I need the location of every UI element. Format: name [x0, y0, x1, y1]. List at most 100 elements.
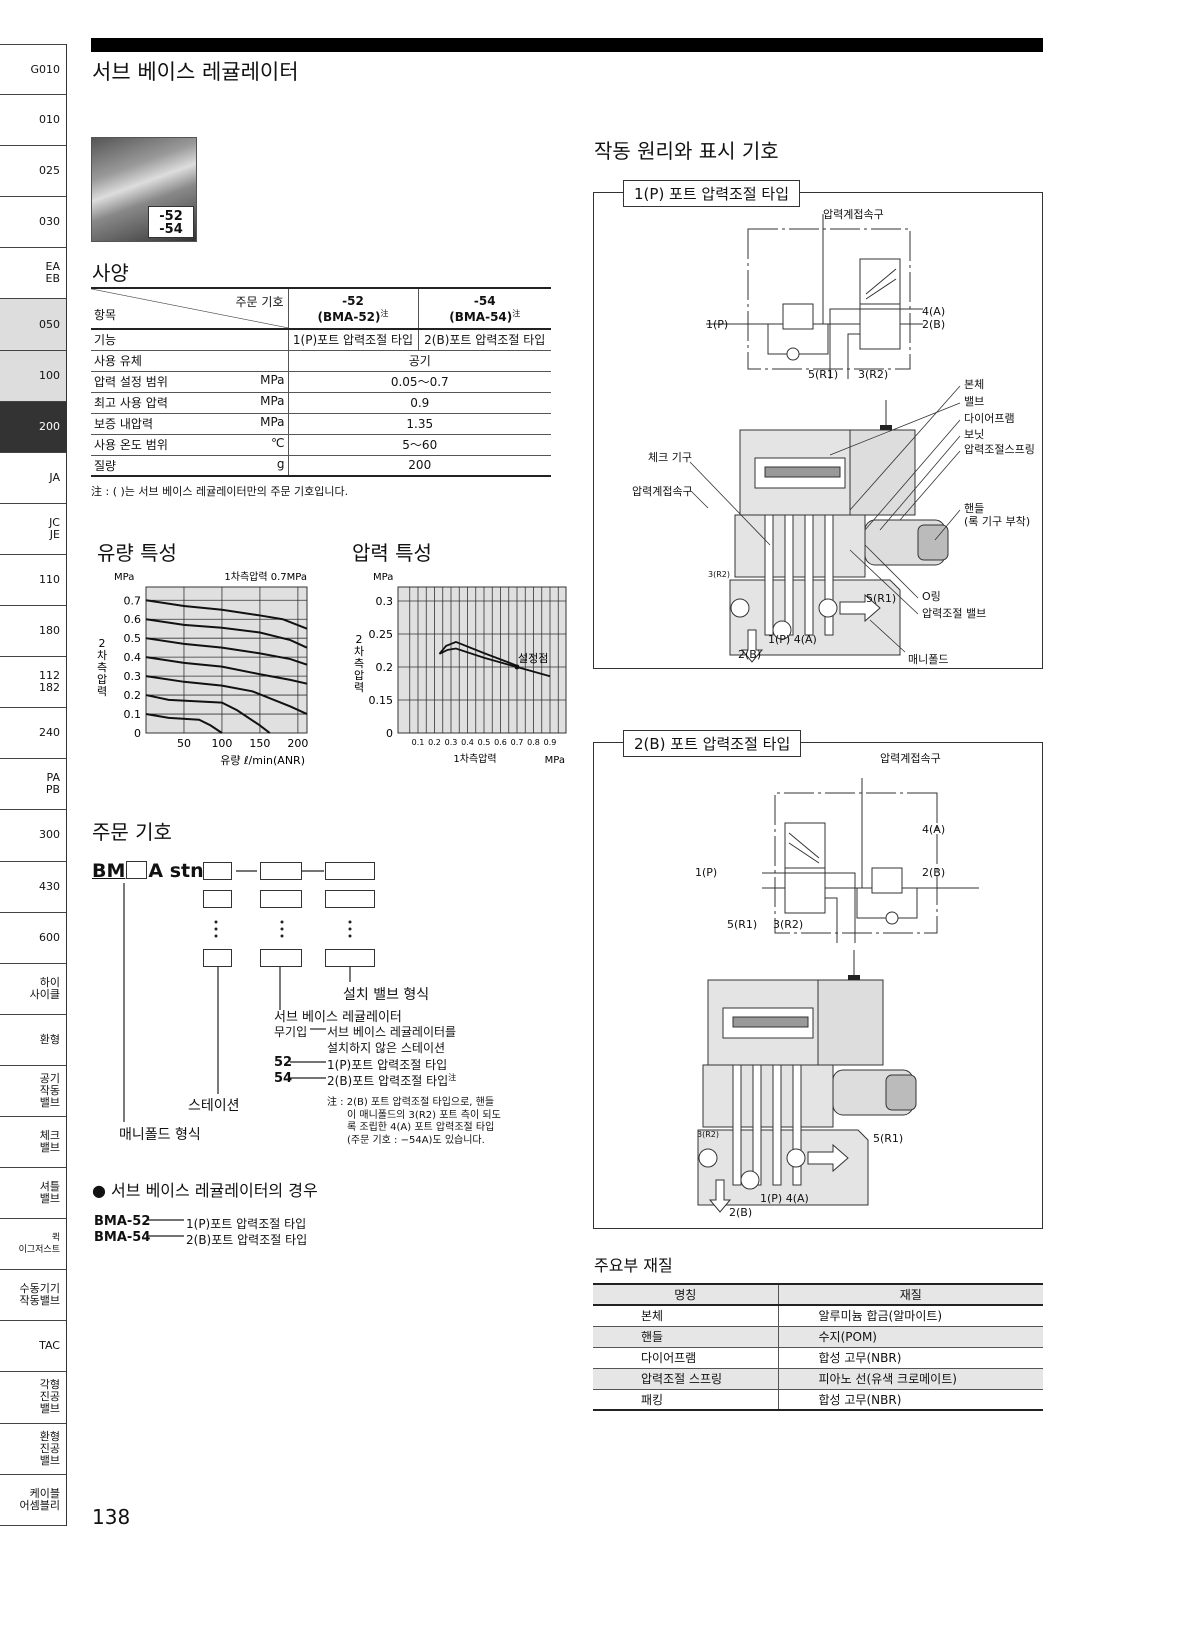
label: 5(R1)	[873, 1132, 904, 1145]
sidebar-tab[interactable]: EA EB	[0, 248, 66, 300]
sidebar-tab[interactable]: 240	[0, 708, 66, 760]
label: 압력계접속구	[823, 208, 884, 221]
label: 2(B)	[738, 648, 762, 661]
y-tick-label: 0	[134, 727, 141, 740]
sidebar-tab[interactable]: 셔틀 밸브	[0, 1168, 66, 1220]
x-unit: MPa	[545, 755, 565, 766]
regulator-box	[260, 949, 302, 967]
sidebar-tab[interactable]: 300	[0, 810, 66, 862]
flow-title: 유량 특성	[97, 541, 177, 565]
x-axis-label: 유량 ℓ/min(ANR)	[220, 754, 305, 767]
y-tick-label: 0.1	[124, 708, 142, 721]
x-tick-label: 200	[287, 737, 308, 750]
valve-box	[325, 862, 375, 880]
sidebar-tab[interactable]: 110	[0, 555, 66, 607]
x-tick-label: 0.7	[511, 738, 524, 747]
valve-box	[325, 890, 375, 908]
y-axis-label: 력	[354, 681, 364, 694]
sidebar-tab[interactable]: 체크 밸브	[0, 1117, 66, 1169]
sidebar-tab[interactable]: 025	[0, 146, 66, 198]
y-axis-label: 2	[356, 633, 363, 646]
y-tick-label: 0.4	[124, 651, 142, 664]
y-unit: MPa	[373, 572, 393, 583]
y-tick-label: 0.2	[376, 661, 394, 674]
y-tick-label: 0.6	[124, 613, 142, 626]
station-box	[203, 890, 232, 908]
sidebar-tab[interactable]: 100	[0, 350, 66, 402]
pressure-curve	[438, 640, 518, 667]
sidebar-tab[interactable]: 430	[0, 862, 66, 913]
flow-curve	[145, 694, 271, 734]
flow-curve	[145, 618, 308, 649]
x-tick-label: 100	[211, 737, 232, 750]
sidebar-tab[interactable]: 030	[0, 197, 66, 249]
sidebar-tab[interactable]: 600	[0, 913, 66, 964]
label: 5(R1)	[866, 592, 897, 605]
sidebar-tab[interactable]: 케이블 어셈블리	[0, 1475, 66, 1526]
sidebar-tab[interactable]: 200	[0, 401, 66, 453]
sidebar-tab[interactable]: 공기 작동 밸브	[0, 1066, 66, 1117]
x-tick-label: 0.9	[544, 738, 557, 747]
sidebar-tab[interactable]: 010	[0, 95, 66, 147]
sidebar-tab[interactable]: 수동기기 작동밸브	[0, 1270, 66, 1322]
y-axis-label: 압	[354, 669, 364, 682]
order-note: 注 : 2(B) 포트 압력조절 타입으로, 핸들 이 매니폴드의 3(R2) …	[327, 1097, 501, 1146]
label: 체크 기구	[648, 451, 692, 464]
setpoint-marker	[514, 664, 520, 670]
label: 5(R1)	[727, 918, 758, 931]
label: (록 기구 부착)	[964, 515, 1031, 528]
y-unit: MPa	[114, 572, 134, 583]
station-box	[203, 949, 232, 967]
y-tick-label: 0.15	[369, 694, 394, 707]
y-axis-label: 측	[354, 657, 364, 670]
x-axis-label: 1차측압력	[453, 752, 496, 765]
header-bar	[91, 38, 1043, 52]
label-station: 스테이션	[188, 1098, 240, 1114]
label: 3(R2)	[858, 368, 889, 381]
case-value: 1(P)포트 압력조절 타입	[186, 1217, 307, 1231]
sidebar-tab[interactable]: 180	[0, 606, 66, 658]
diagram-1-frame	[593, 192, 1043, 669]
label: 압력조절스프링	[964, 443, 1035, 456]
page-title: 서브 베이스 레귤레이터	[92, 60, 299, 84]
label: 다이어프램	[964, 412, 1015, 425]
sidebar-tab[interactable]: 050	[0, 299, 66, 351]
sidebar-tab[interactable]: PA PB	[0, 759, 66, 811]
sidebar-tab[interactable]: TAC	[0, 1321, 66, 1373]
flow-curve	[145, 713, 223, 734]
option-key: 무기입	[274, 1025, 308, 1039]
label: 보닛	[964, 428, 985, 441]
sidebar-tab[interactable]: 환형 진공 밸브	[0, 1424, 66, 1475]
label: 3(R2)	[708, 570, 730, 579]
case-key: BMA-54	[94, 1230, 151, 1245]
label: 핸들	[964, 502, 985, 515]
y-axis-label: 차	[354, 645, 364, 658]
y-tick-label: 0.5	[124, 632, 142, 645]
sidebar-tab[interactable]: G010	[0, 44, 66, 96]
sidebar-tab[interactable]: JA	[0, 453, 66, 504]
y-tick-label: 0.3	[376, 595, 394, 608]
option-value: 서브 베이스 레귤레이터를	[327, 1025, 457, 1039]
label: 밸브	[964, 395, 985, 408]
label-regulator: 서브 베이스 레귤레이터	[274, 1010, 402, 1025]
sidebar-tab[interactable]: 환형	[0, 1015, 66, 1066]
sidebar-tab[interactable]: 퀵 이그저스트	[0, 1219, 66, 1271]
sidebar-tab[interactable]: JC JE	[0, 504, 66, 555]
y-axis-label: 압	[97, 673, 107, 686]
option-key: 52	[274, 1055, 293, 1070]
sidebar-tab[interactable]: 112 182	[0, 657, 66, 709]
diagram-2-frame	[593, 742, 1043, 1229]
annotation: 설정점	[518, 652, 548, 665]
label: O링	[922, 590, 941, 603]
x-tick-label: 0.8	[527, 738, 540, 747]
y-tick-label: 0.3	[124, 670, 142, 683]
sidebar-tab[interactable]: 하이 사이클	[0, 964, 66, 1015]
sidebar-tab[interactable]: 각형 진공 밸브	[0, 1372, 66, 1424]
